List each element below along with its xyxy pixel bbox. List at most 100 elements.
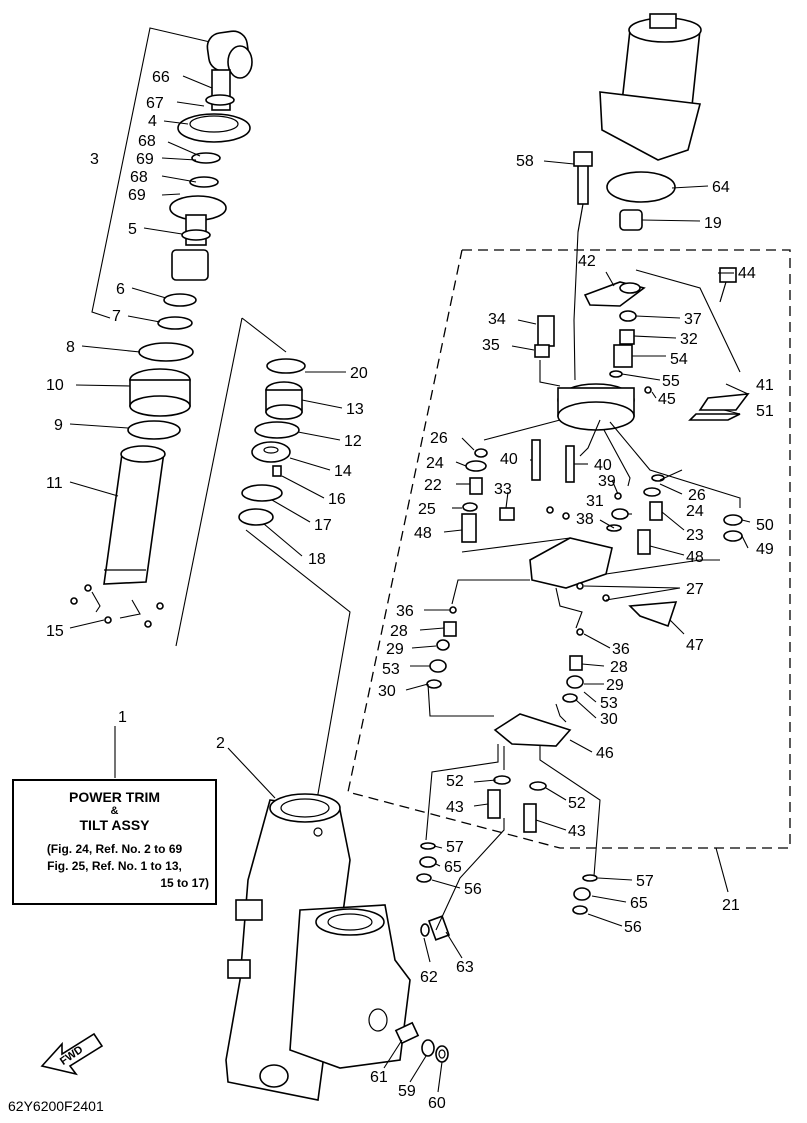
callout-36b: 36 (612, 641, 630, 658)
bracket-part-3 (91, 27, 211, 319)
callout-32: 32 (680, 331, 698, 348)
callout-68b: 68 (130, 169, 148, 186)
callout-38: 38 (576, 511, 594, 528)
callout-1: 1 (118, 709, 127, 726)
callout-46: 46 (596, 745, 614, 762)
callout-49: 49 (756, 541, 774, 558)
callout-22: 22 (424, 477, 442, 494)
callout-65a: 65 (444, 859, 462, 876)
callout-17: 17 (314, 517, 332, 534)
callout-27: 27 (686, 581, 704, 598)
callout-42: 42 (578, 253, 596, 270)
callout-65b: 65 (630, 895, 648, 912)
callout-66: 66 (152, 69, 170, 86)
callout-15: 15 (46, 623, 64, 640)
callout-41: 41 (756, 377, 774, 394)
callout-24b: 24 (686, 503, 704, 520)
callout-52a: 52 (446, 773, 464, 790)
housing-part-2 (225, 793, 411, 1101)
callout-51: 51 (756, 403, 774, 420)
callout-24a: 24 (426, 455, 444, 472)
callout-28a: 28 (390, 623, 408, 640)
subassembly-21-boundary (347, 249, 791, 849)
callout-57b: 57 (636, 873, 654, 890)
callout-9: 9 (54, 417, 63, 434)
fwd-arrow-icon (40, 1032, 104, 1076)
callout-31: 31 (586, 493, 604, 510)
callout-69b: 69 (128, 187, 146, 204)
free-piston-group (238, 358, 306, 526)
callout-23: 23 (686, 527, 704, 544)
callout-12: 12 (344, 433, 362, 450)
callout-33: 33 (494, 481, 512, 498)
callout-leaders (69, 75, 751, 1093)
callout-56a: 56 (464, 881, 482, 898)
callout-26a: 26 (430, 430, 448, 447)
callout-69a: 69 (136, 151, 154, 168)
callout-3: 3 (90, 151, 99, 168)
callout-39: 39 (598, 473, 616, 490)
document-code: 62Y6200F2401 (8, 1098, 104, 1114)
callout-57a: 57 (446, 839, 464, 856)
piston-rod-assembly (157, 30, 253, 330)
callout-64: 64 (712, 179, 730, 196)
callout-21: 21 (722, 897, 740, 914)
callout-55: 55 (662, 373, 680, 390)
callout-16: 16 (328, 491, 346, 508)
callout-35: 35 (482, 337, 500, 354)
callout-53a: 53 (382, 661, 400, 678)
callout-34: 34 (488, 311, 506, 328)
callout-18: 18 (308, 551, 326, 568)
callout-54: 54 (670, 351, 688, 368)
callout-20: 20 (350, 365, 368, 382)
motor-pump-assembly (534, 13, 750, 431)
bracket-center (175, 317, 243, 647)
callout-50: 50 (756, 517, 774, 534)
callout-43a: 43 (446, 799, 464, 816)
callout-29b: 29 (606, 677, 624, 694)
legend-ref-line3: 15 to 17) (160, 876, 209, 890)
callout-28b: 28 (610, 659, 628, 676)
legend-ampersand: & (110, 805, 119, 817)
legend-ref-line1: (Fig. 24, Ref. No. 2 to 69 (46, 842, 183, 856)
callout-5: 5 (128, 221, 137, 238)
valve-body-group (461, 439, 743, 628)
assembly-lead-lines (425, 231, 741, 931)
callout-67: 67 (146, 95, 164, 112)
callout-36a: 36 (396, 603, 414, 620)
legend-box: POWER TRIM & TILT ASSY (Fig. 24, Ref. No… (12, 779, 217, 905)
callout-40a: 40 (500, 451, 518, 468)
callout-2: 2 (216, 735, 225, 752)
callout-25: 25 (418, 501, 436, 518)
callout-7: 7 (112, 308, 121, 325)
legend-ref-line2: Fig. 25, Ref. No. 1 to 13, (47, 859, 182, 873)
callout-26b: 26 (688, 487, 706, 504)
callout-19: 19 (704, 215, 722, 232)
callout-58: 58 (516, 153, 534, 170)
callout-6: 6 (116, 281, 125, 298)
callout-48a: 48 (414, 525, 432, 542)
callout-44: 44 (738, 265, 756, 282)
callout-59: 59 (398, 1083, 416, 1100)
check-valve-group (416, 606, 598, 915)
callout-63: 63 (456, 959, 474, 976)
callout-10: 10 (46, 377, 64, 394)
callout-61: 61 (370, 1069, 388, 1086)
callout-43b: 43 (568, 823, 586, 840)
legend-title-line1: POWER TRIM (69, 789, 160, 805)
callout-14: 14 (334, 463, 352, 480)
callout-56b: 56 (624, 919, 642, 936)
callout-8: 8 (66, 339, 75, 356)
callout-13: 13 (346, 401, 364, 418)
callout-47: 47 (686, 637, 704, 654)
callout-4: 4 (148, 113, 157, 130)
callout-52b: 52 (568, 795, 586, 812)
callout-11: 11 (46, 475, 63, 492)
callout-labels: 1 2 3 4 5 6 7 8 9 10 11 12 13 14 15 16 1… (46, 69, 774, 1112)
callout-48b: 48 (686, 549, 704, 566)
callout-30a: 30 (378, 683, 396, 700)
callout-60: 60 (428, 1095, 446, 1112)
legend-title-line2: TILT ASSY (79, 817, 150, 833)
callout-45: 45 (658, 391, 676, 408)
